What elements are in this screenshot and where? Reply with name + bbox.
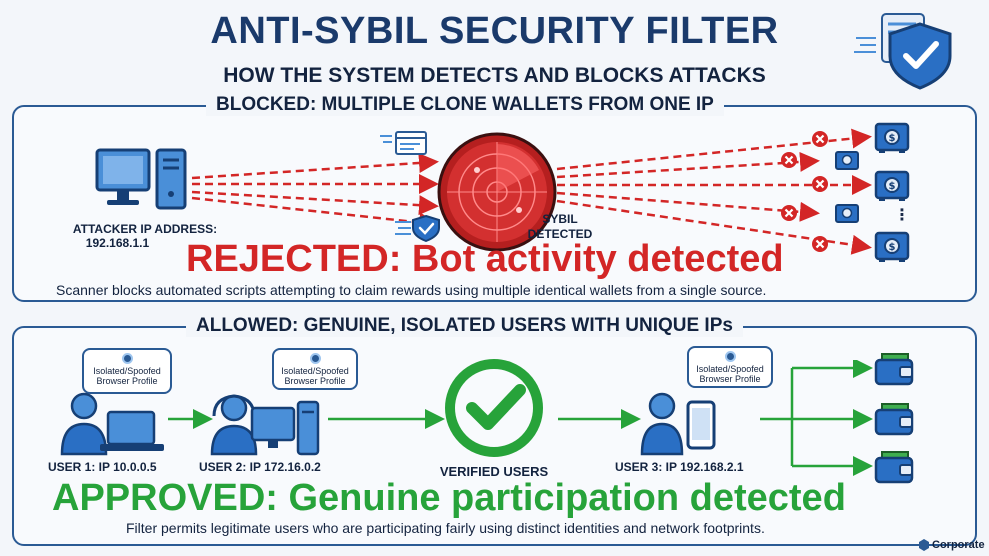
x-circle-icon [781, 205, 797, 221]
approved-wallet-arrows [760, 360, 873, 476]
safe-wallet-icon: $ [874, 170, 910, 201]
safe-wallet-icon [835, 204, 859, 223]
radar-icon [437, 132, 557, 252]
scanner-status-line2: DETECTED [527, 227, 593, 241]
svg-text:$: $ [889, 242, 896, 253]
approved-result: APPROVED: Genuine participation detected [52, 477, 846, 519]
attacker-label: ATTACKER IP ADDRESS: [72, 222, 218, 236]
verified-users-label: VERIFIED USERS [439, 464, 549, 479]
blocked-description: Scanner blocks automated scripts attempt… [56, 282, 767, 298]
safe-wallet-icon: $ [874, 122, 910, 153]
x-circle-icon [812, 176, 828, 192]
cash-wallet-icon [874, 353, 914, 386]
page-subtitle: HOW THE SYSTEM DETECTS AND BLOCKS ATTACK… [223, 64, 766, 87]
desktop-computer-icon [95, 148, 187, 210]
location-pin-icon [309, 353, 321, 364]
user-3-label: USER 3: IP 192.168.2.1 [615, 460, 744, 474]
allowed-heading: ALLOWED: GENUINE, ISOLATED USERS WITH UN… [186, 315, 743, 337]
location-pin-icon [724, 351, 736, 362]
browser-window-icon [380, 131, 427, 155]
small-shield-icon [395, 214, 440, 242]
cash-wallet-icon [874, 403, 914, 436]
more-wallets-indicator: ⋮ [894, 207, 910, 224]
attack-arrows [191, 153, 439, 230]
svg-text:$: $ [889, 133, 896, 144]
user-2-label: USER 2: IP 172.16.0.2 [199, 460, 321, 474]
page-title: ANTI-SYBIL SECURITY FILTER [210, 10, 779, 52]
safe-wallet-icon [835, 151, 859, 170]
allowed-flow-arrows [168, 409, 641, 429]
cash-wallet-icon [874, 451, 914, 484]
user-laptop-icon [60, 392, 164, 456]
x-circle-icon [781, 152, 797, 168]
svg-text:$: $ [889, 181, 896, 192]
brand-name: Corporate [932, 539, 985, 551]
rejected-result: REJECTED: Bot activity detected [186, 238, 784, 280]
blocked-heading: BLOCKED: MULTIPLE CLONE WALLETS FROM ONE… [206, 94, 724, 116]
user-phone-icon [640, 392, 716, 456]
browser-profile-bubble: Isolated/Spoofed Browser Profile [82, 348, 172, 394]
location-pin-icon [121, 353, 133, 364]
shield-check-icon [854, 13, 952, 90]
attacker-ip: 192.168.1.1 [85, 236, 150, 250]
allowed-description: Filter permits legitimate users who are … [126, 520, 765, 536]
user-desktop-icon [210, 394, 320, 456]
browser-profile-bubble: Isolated/Spoofed Browser Profile [687, 346, 773, 388]
safe-wallet-icon: $ [874, 231, 910, 262]
user-1-label: USER 1: IP 10.0.0.5 [48, 460, 157, 474]
brand-logo-icon [919, 539, 929, 551]
browser-profile-bubble: Isolated/Spoofed Browser Profile [272, 348, 358, 390]
checkmark-icon [445, 359, 543, 457]
scanner-status-line1: SYBIL [542, 212, 578, 226]
x-circle-icon [812, 236, 828, 252]
x-circle-icon [812, 131, 828, 147]
